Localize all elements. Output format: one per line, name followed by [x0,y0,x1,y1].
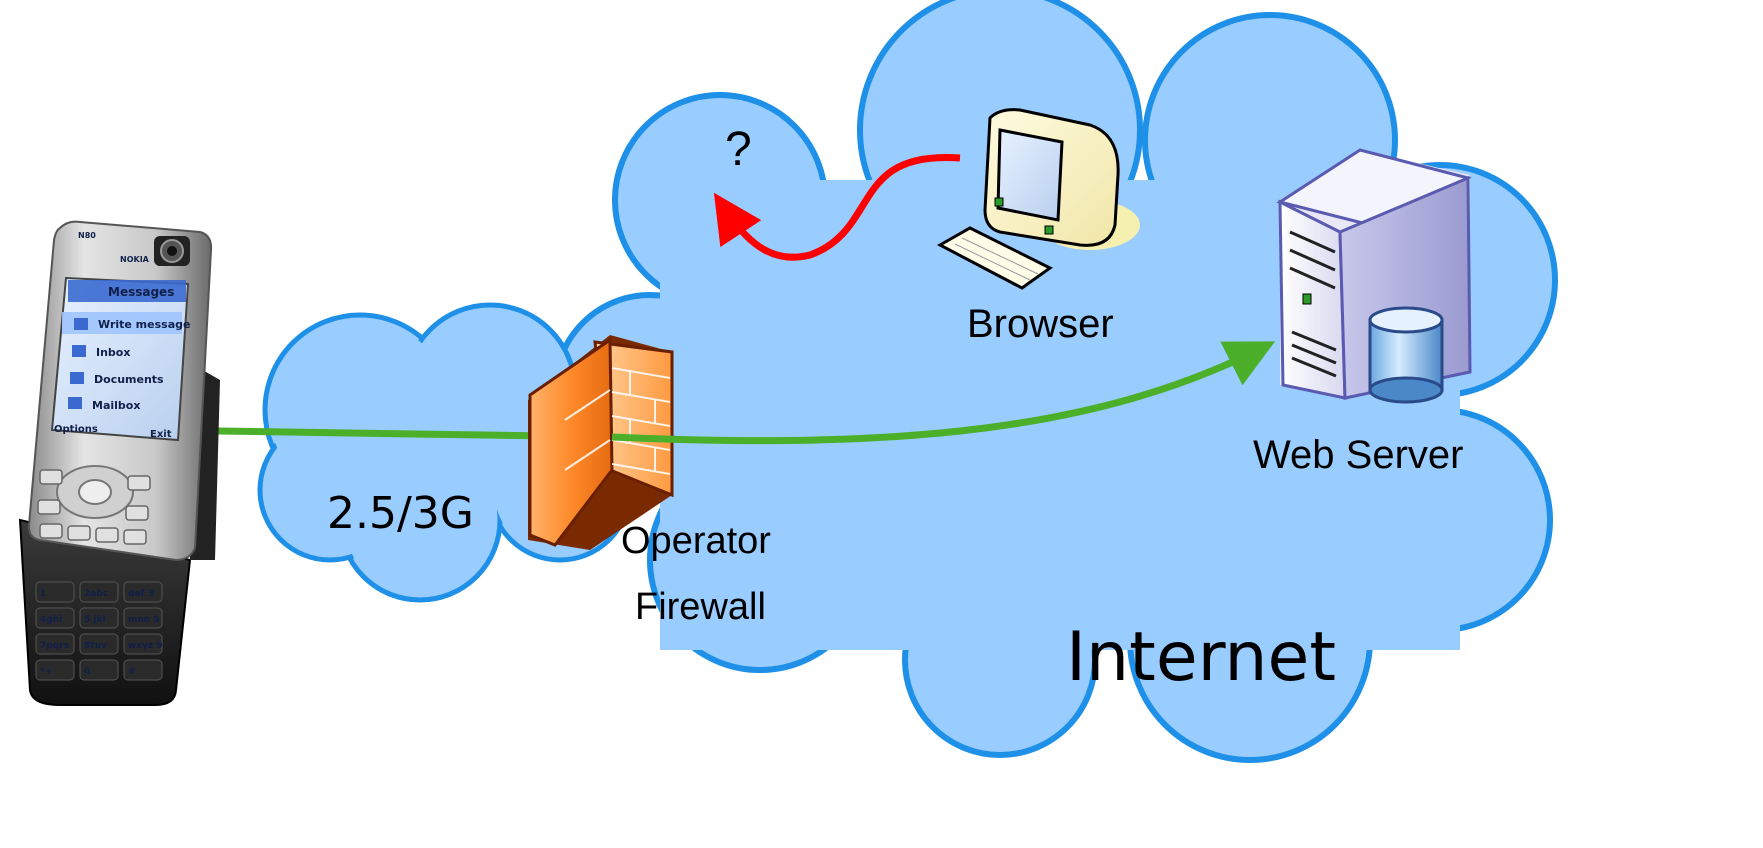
phone-softkey-right: Exit [150,429,172,440]
phone-key [123,581,163,603]
mobile-link-line [217,427,551,440]
phone-key-label: 2abc [84,589,108,599]
network-type-label: 2.5/3G [327,488,474,539]
phone-key [79,659,119,681]
phone-key-label: 7pqrs [40,641,69,651]
phone-key-label: mno 5 [128,615,159,625]
question-mark-label: ? [725,123,752,176]
phone-key-label: 5 jkl [84,615,106,625]
phone-key-label: 1 [40,589,46,599]
phone-keypad: 1 2abc def 3 4ghi 5 jkl mno 5 7pqrs 8tuv wxyz 9 *… [35,581,163,681]
internet-link-arrow [611,341,1276,445]
phone-key-label: *+ [40,667,52,677]
phone-menu-item: Documents [94,373,164,386]
firewall-label-line1: Operator [621,520,771,562]
web-server-icon [1276,148,1472,404]
firewall-icon [528,335,674,550]
phone-key [35,659,75,681]
mobile-phone-icon [18,220,220,706]
firewall-label-line2: Firewall [635,586,766,628]
phone-key [79,633,119,655]
phone-model-label: N80 [78,231,96,240]
phone-key-label: 4ghi [40,615,62,625]
phone-key [123,659,163,681]
browser-computer-icon [936,108,1140,290]
phone-softkey-left: Options [54,424,98,435]
internet-label: Internet [1066,618,1336,697]
phone-key-label: # [128,667,136,677]
phone-menu-icons [68,318,88,409]
phone-key [35,633,75,655]
phone-key-label: 0 [84,667,90,677]
phone-key-label: def 3 [128,589,154,599]
phone-menu-item: Inbox [96,346,130,359]
phone-menu-item: Write message [98,318,190,331]
browser-label: Browser [967,302,1114,346]
phone-key [79,581,119,603]
phone-screen-title: Messages [108,285,174,299]
phone-key-label: 8tuv [84,641,107,651]
phone-key [123,633,163,655]
phone-menu-item: Mailbox [92,399,140,412]
internet-cloud [552,0,1558,763]
blocked-connection-arrow [713,153,961,261]
phone-key [123,607,163,629]
phone-key [35,607,75,629]
phone-key-label: wxyz 9 [128,641,163,651]
phone-key [35,581,75,603]
phone-key [79,607,119,629]
phone-brand-label: NOKIA [120,255,150,264]
web-server-label: Web Server [1253,433,1463,477]
